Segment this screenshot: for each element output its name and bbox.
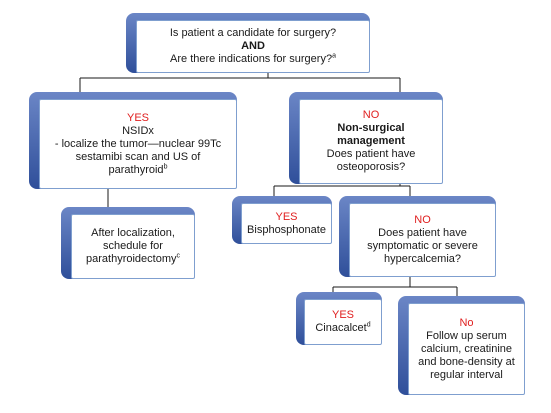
yes-surgery-label: YES <box>126 111 149 124</box>
yes-hypercalcemia-line-1: Cinacalcetd <box>315 321 371 334</box>
node-yes-hypercalcemia: YES Cinacalcetd <box>296 292 382 345</box>
no-osteoporosis-line-3: hypercalcemia? <box>383 253 462 265</box>
yes-osteoporosis-label: YES <box>275 210 298 223</box>
node-no-osteoporosis: NO Does patient have symptomatic or seve… <box>339 196 496 277</box>
no-osteoporosis-line-2: symptomatic or severe <box>367 240 478 252</box>
no-hypercalcemia-label: No <box>459 316 474 329</box>
yes-osteoporosis-line-1: Bisphosphonate <box>247 223 326 236</box>
root-line-3: Are there indications for surgery?a <box>170 52 336 65</box>
yes-surgery-line-3: sestamibi scan and US of <box>75 150 201 163</box>
yes-surgery-line-1: NSIDx <box>122 124 154 137</box>
after-footnote: c <box>176 252 181 260</box>
node-no-hypercalcemia: No Follow up serum calcium, creatinine a… <box>398 296 525 395</box>
no-osteoporosis-line-1: Does patient have <box>378 227 467 239</box>
after-line-2: schedule for <box>103 240 163 252</box>
node-no-surgery: NO Non-surgical management Does patient … <box>289 92 443 184</box>
connector-no2-branches <box>332 275 458 296</box>
yes-surgery-line-4: parathyroidb <box>108 162 168 176</box>
no-hypercalcemia-line-3: and bone-density at <box>418 355 515 368</box>
yes-surgery-line-2: - localize the tumor—nuclear 99Tc <box>54 137 222 150</box>
no-surgery-label: NO <box>362 109 380 121</box>
no-hypercalcemia-line-4: regular interval <box>430 368 503 381</box>
connector-root-branches <box>79 70 401 92</box>
no-hypercalcemia-line-1: Follow up serum <box>426 329 507 342</box>
no-surgery-line-3: Does patient have <box>326 148 416 160</box>
root-footnote: a <box>332 52 336 60</box>
connector-no1-branches <box>273 182 411 196</box>
node-yes-osteoporosis: YES Bisphosphonate <box>232 196 332 244</box>
yes-hypercalcemia-footnote: d <box>366 321 371 329</box>
no-hypercalcemia-line-2: calcium, creatinine <box>420 342 513 355</box>
no-osteoporosis-label: NO <box>414 214 431 226</box>
node-yes-surgery: YES NSIDx - localize the tumor—nuclear 9… <box>29 92 237 189</box>
after-line-1: After localization, <box>91 227 175 239</box>
node-after-localization: After localization, schedule for parathy… <box>61 207 195 279</box>
yes-hypercalcemia-label: YES <box>331 309 354 321</box>
no-surgery-line-1: Non-surgical <box>337 122 405 134</box>
root-line-1: Is patient a candidate for surgery? <box>169 27 337 39</box>
no-surgery-line-4: osteoporosis? <box>336 161 406 173</box>
no-surgery-line-2: management <box>337 135 405 147</box>
node-root: Is patient a candidate for surgery? AND … <box>126 13 370 73</box>
after-line-3: parathyroidectomyc <box>86 252 181 265</box>
root-line-2: AND <box>241 40 265 52</box>
yes-surgery-footnote: b <box>163 162 168 170</box>
